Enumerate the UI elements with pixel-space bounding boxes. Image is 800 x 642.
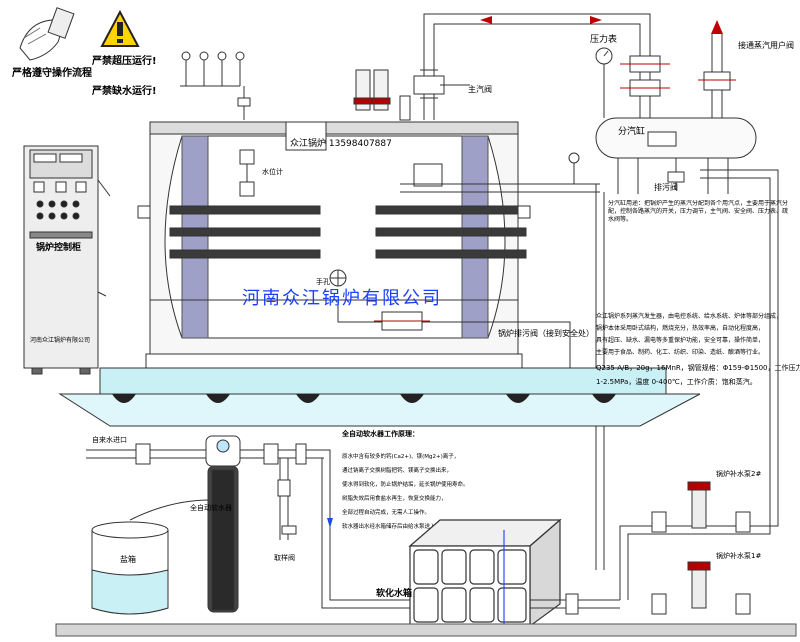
drain-pipe xyxy=(337,300,571,378)
pump1-label: 锅炉补水泵1# xyxy=(716,551,761,560)
soft-water-tank xyxy=(408,518,562,628)
boiler-body xyxy=(149,121,519,355)
no-lowwater-text: 严禁缺水运行! xyxy=(91,84,157,97)
feed-pipe xyxy=(530,169,779,615)
spec-line: 主要用于食品、制药、化工、纺织、印染、造纸、酿酒等行业。 xyxy=(596,348,764,356)
spec-line: 众江锅炉系列蒸汽发生器，由电控系统、给水系统、炉体等部分组成， xyxy=(596,312,782,320)
steam-header-title: 分汽缸 xyxy=(618,125,645,137)
principle-line: 软水器出水经水箱储存后由给水泵送入锅炉。 xyxy=(342,522,452,530)
operate-rule-text: 严格遵守操作流程 xyxy=(11,66,92,79)
steam-pipe xyxy=(413,13,651,120)
control-cabinet-maker: 河南众江锅炉有限公司 xyxy=(30,336,90,344)
header-inlet-valves xyxy=(620,55,670,97)
top-valve-group xyxy=(180,51,251,120)
salt-tank xyxy=(91,499,211,615)
raw-water-pipe xyxy=(86,443,410,609)
steam-header-note: 分汽缸用途：把锅炉产生的蒸汽分配到各个用汽点，主要用于蒸汽分配，控制各路蒸汽的开… xyxy=(608,200,788,223)
principle-line: 使水得到软化，防止锅炉结垢，延长锅炉使用寿命。 xyxy=(342,480,469,488)
pump2-label: 锅炉补水泵2# xyxy=(716,469,761,478)
softener-principle-desc: 原水中含有较多的钙(Ca2+)、镁(Mg2+)离子， 通过钠离子交换树脂把钙、镁… xyxy=(342,452,469,530)
no-overpressure-text: 严禁超压运行! xyxy=(91,54,157,67)
water-level-label: 水位计 xyxy=(262,167,283,176)
control-cabinet-title: 锅炉控制柜 xyxy=(35,241,81,253)
salt-tank-label: 盐箱 xyxy=(120,554,136,564)
sampling-valve-label: 取样阀 xyxy=(274,553,295,562)
spec-line: 1-2.5MPa，温度 0-400℃，工作介质：饱和蒸汽。 xyxy=(596,377,757,386)
softener-column xyxy=(205,435,241,613)
principle-line: 全部过程自动完成，无需人工操作。 xyxy=(342,508,430,516)
flow-arrow-icon xyxy=(327,518,333,528)
flow-arrow-icon xyxy=(480,16,602,24)
safety-valves xyxy=(353,69,411,121)
spec-line: Q235-A/B，20g，16MnR，钢管规格：Φ159-Φ1500，工作压力 xyxy=(596,363,800,372)
to-user-label: 接通蒸汽用户阀 xyxy=(738,40,794,50)
spec-line: 锅炉本体采用卧式结构，燃烧充分，热效率高，自动化程度高， xyxy=(596,324,764,332)
principle-line: 通过钠离子交换树脂把钙、镁离子交换出来， xyxy=(342,466,452,474)
heating-tubes xyxy=(137,205,531,259)
pressure-gauge-label: 压力表 xyxy=(590,33,617,45)
spec-text-block: 众江锅炉系列蒸汽发生器，由电控系统、给水系统、炉体等部分组成， 锅炉本体采用卧式… xyxy=(596,312,800,386)
softener-label: 全自动软水器 xyxy=(190,503,232,512)
up-arrow-icon xyxy=(711,20,723,34)
main-valve-label: 主汽阀 xyxy=(468,84,492,94)
soft-tank-label: 软化水箱 xyxy=(376,587,412,599)
water-level-gauge xyxy=(239,149,255,197)
sampling-valve xyxy=(277,458,297,540)
warning-triangle-icon xyxy=(100,9,140,47)
header-drain-label: 排污阀 xyxy=(654,182,678,192)
pressure-gauge-icon xyxy=(595,47,613,118)
safety-hand-icon xyxy=(19,7,75,61)
user-outlet-pipe xyxy=(698,34,736,118)
spec-line: 具有超压、缺水、漏电等多重保护功能，安全可靠，操作简单， xyxy=(596,336,764,344)
softener-principle-title: 全自动软水器工作原理： xyxy=(341,429,419,438)
control-cabinet xyxy=(23,145,111,375)
raw-water-label: 自来水进口 xyxy=(92,435,127,444)
drain-pipe-label: 锅炉排污阀（接到安全处） xyxy=(498,328,594,338)
handhole-label: 手孔 xyxy=(316,277,330,286)
handhole-icon xyxy=(329,269,347,287)
boiler-foundation xyxy=(58,353,701,427)
principle-line: 树脂失效后用食盐水再生，恢复交换能力， xyxy=(342,494,447,502)
boiler-nameplate: 众江锅炉 13598407887 xyxy=(290,137,392,149)
company-watermark: 河南众江锅炉有限公司 xyxy=(242,288,442,309)
steam-header-vessel xyxy=(595,117,757,194)
principle-line: 原水中含有较多的钙(Ca2+)、镁(Mg2+)离子， xyxy=(342,452,459,460)
feed-pump-2 xyxy=(651,481,751,533)
feed-pump-1 xyxy=(651,561,751,615)
ground-slab xyxy=(55,623,797,637)
